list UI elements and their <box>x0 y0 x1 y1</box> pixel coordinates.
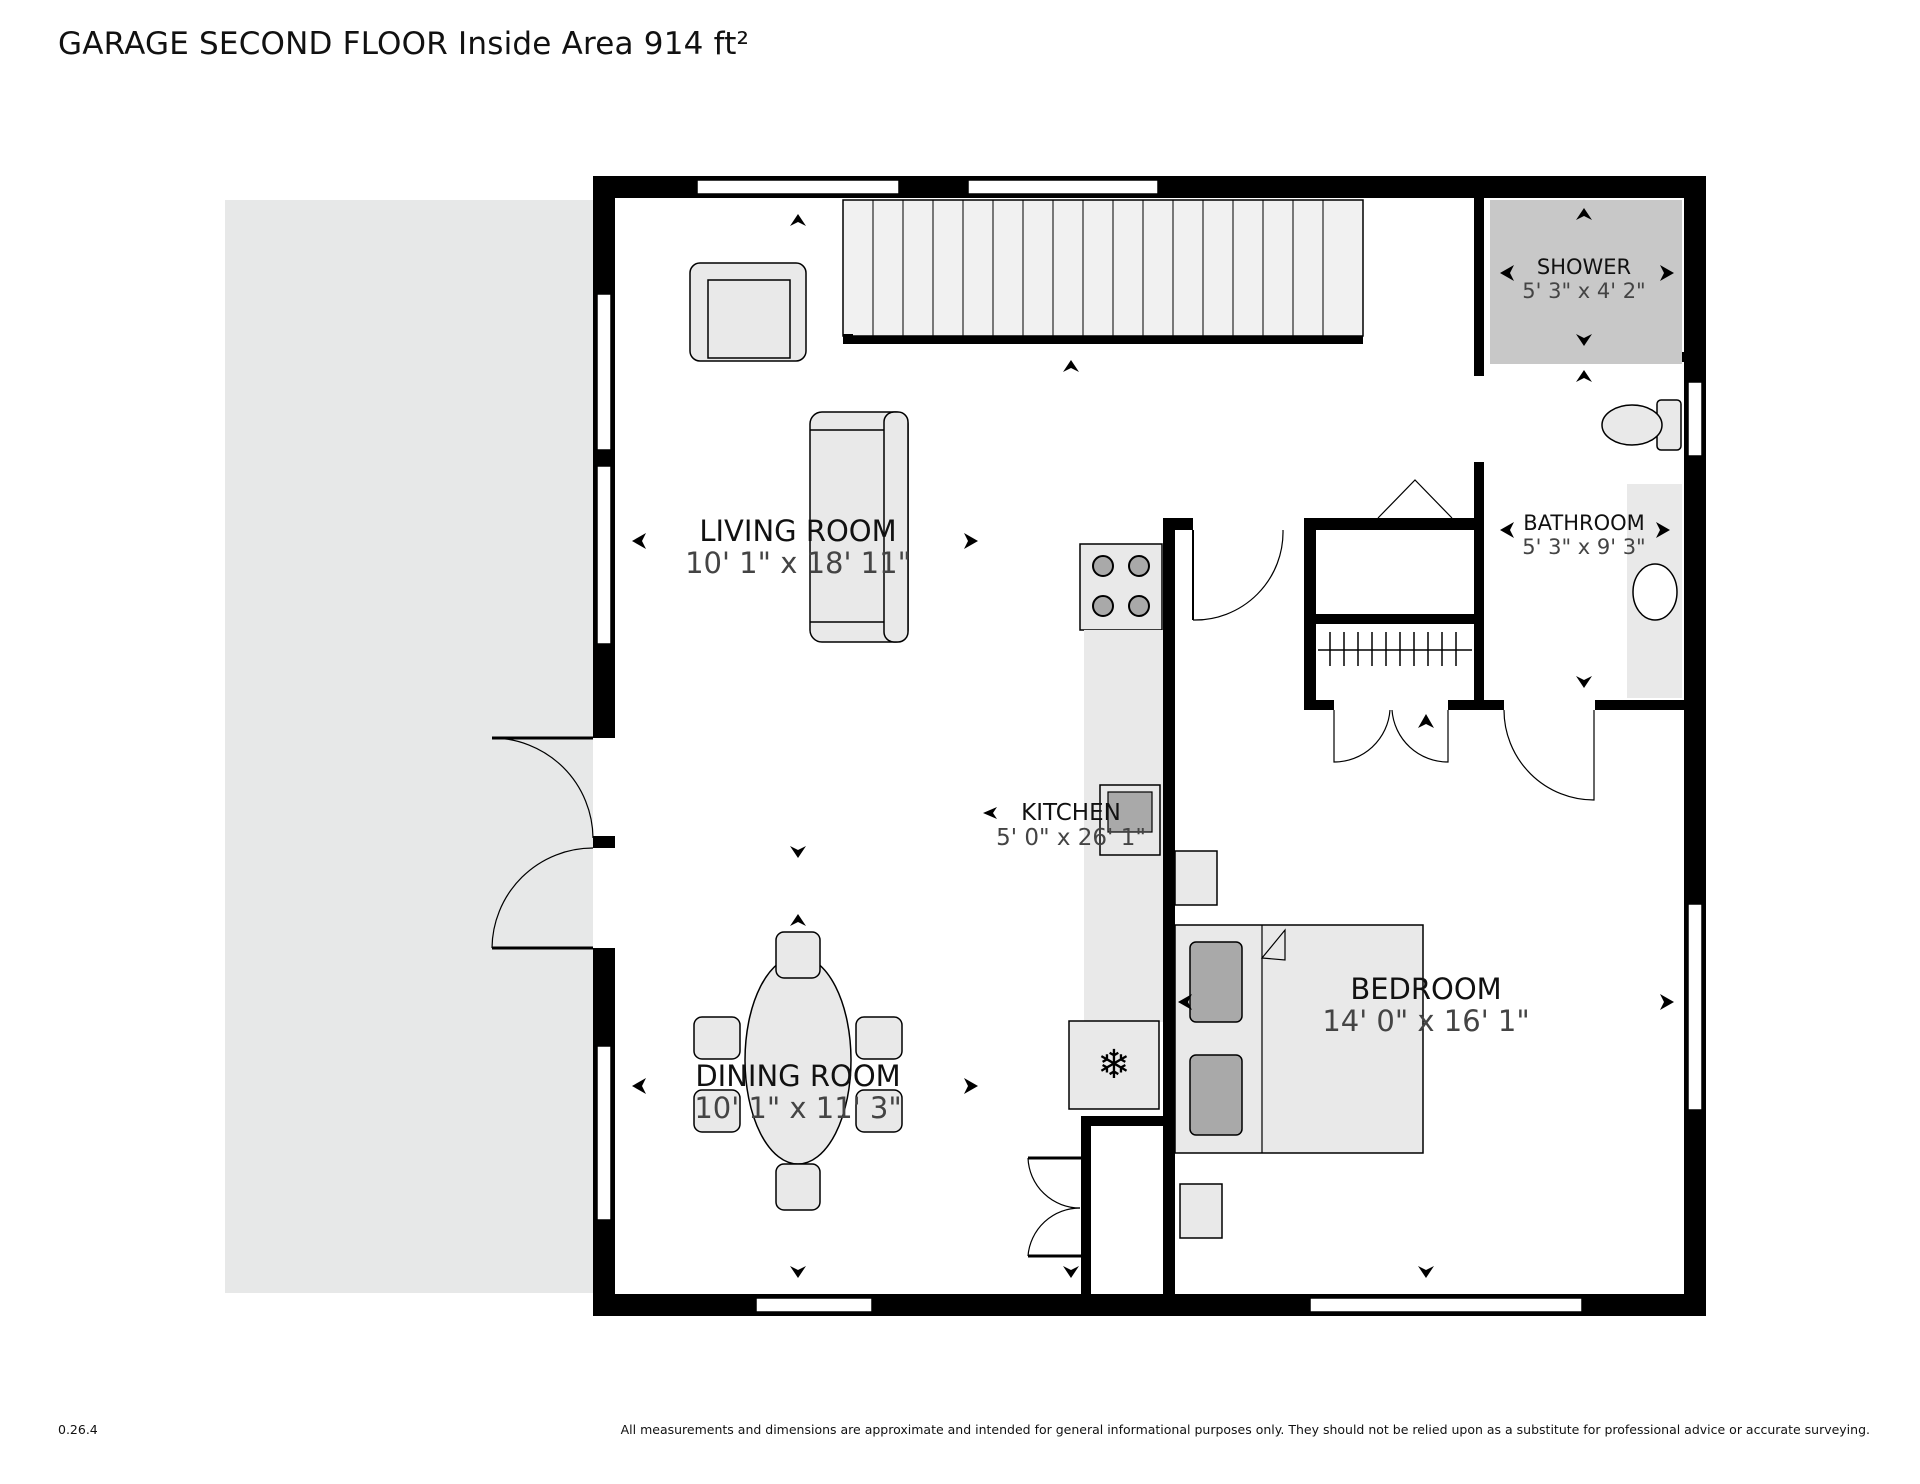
dining-room-name: DINING ROOM <box>695 1059 900 1093</box>
entry-double-door <box>491 736 615 950</box>
shower-dims: 5' 3" x 4' 2" <box>1522 279 1645 303</box>
refrigerator: ❄ <box>1068 1020 1160 1110</box>
armchair <box>689 262 807 362</box>
disclaimer-text: All measurements and dimensions are appr… <box>620 1422 1870 1437</box>
bedroom-dims: 14' 0" x 16' 1" <box>1322 1004 1529 1038</box>
svg-text:❄: ❄ <box>1097 1042 1131 1088</box>
plan-title: GARAGE SECOND FLOOR Inside Area 914 ft² <box>58 26 750 62</box>
nightstands <box>1174 850 1223 1239</box>
exterior-deck-area <box>225 200 597 1293</box>
bed <box>1174 924 1424 1154</box>
pantry-door <box>1027 1156 1081 1258</box>
shower-name: SHOWER <box>1537 255 1631 279</box>
dining-table <box>693 931 903 1211</box>
bedroom-door <box>1192 529 1284 621</box>
bathroom-dims: 5' 3" x 9' 3" <box>1522 535 1645 559</box>
bathroom-name: BATHROOM <box>1523 511 1645 535</box>
living-room-dims: 10' 1" x 18' 11" <box>685 546 911 580</box>
interior-walls <box>1081 198 1689 1296</box>
dining-room-dims: 10' 1" x 11' 3" <box>694 1091 901 1125</box>
bathroom-vanity <box>1627 484 1682 698</box>
living-room-name: LIVING ROOM <box>699 514 896 548</box>
version-label: 0.26.4 <box>58 1422 98 1437</box>
toilet <box>1601 399 1682 451</box>
sofa <box>809 411 909 643</box>
kitchen-sink <box>1099 784 1161 856</box>
shower-area <box>1490 200 1682 364</box>
staircase <box>842 199 1364 344</box>
closet-rod <box>1318 632 1472 666</box>
kitchen-dims: 5' 0" x 26' 1" <box>996 825 1146 851</box>
cooktop <box>1079 543 1163 631</box>
dimension-arrows <box>632 208 1674 1278</box>
closet-doors <box>1333 479 1595 801</box>
bedroom-name: BEDROOM <box>1350 972 1501 1006</box>
windows <box>596 179 1703 1313</box>
kitchen-name: KITCHEN <box>1021 800 1121 826</box>
